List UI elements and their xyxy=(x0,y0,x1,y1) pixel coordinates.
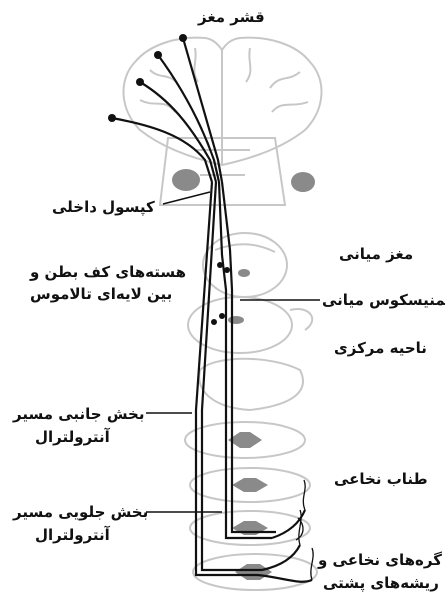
grey-matter xyxy=(172,169,315,580)
label-medial-lemniscus: لمنیسکوس میانی xyxy=(322,289,445,311)
label-anterior-anterolateral-line1: بخش جلویی مسیر xyxy=(13,501,148,524)
label-cerebral-cortex: قشر مغز xyxy=(198,6,265,28)
label-internal-capsule: کپسول داخلی xyxy=(52,196,155,218)
label-midbrain: مغز میانی xyxy=(339,243,413,265)
label-central-region: ناحیه مرکزی xyxy=(334,337,427,359)
label-spinal-ganglia-line1: گره‌های نخاعی و xyxy=(318,549,442,572)
label-thalamic-nuclei-line2: بین لایه‌ای تالاموس xyxy=(30,283,172,306)
label-thalamic-nuclei-line1: هسته‌های کف بطن و xyxy=(30,261,186,284)
label-spinal-cord: طناب نخاعی xyxy=(334,468,428,490)
label-anterior-anterolateral-line2: آنترولترال xyxy=(35,524,110,547)
label-spinal-ganglia-line2: ریشه‌های پشتی xyxy=(323,572,439,595)
label-lateral-anterolateral-line1: بخش جانبی مسیر xyxy=(13,403,144,426)
label-lateral-anterolateral-line2: آنترولترال xyxy=(35,426,110,449)
